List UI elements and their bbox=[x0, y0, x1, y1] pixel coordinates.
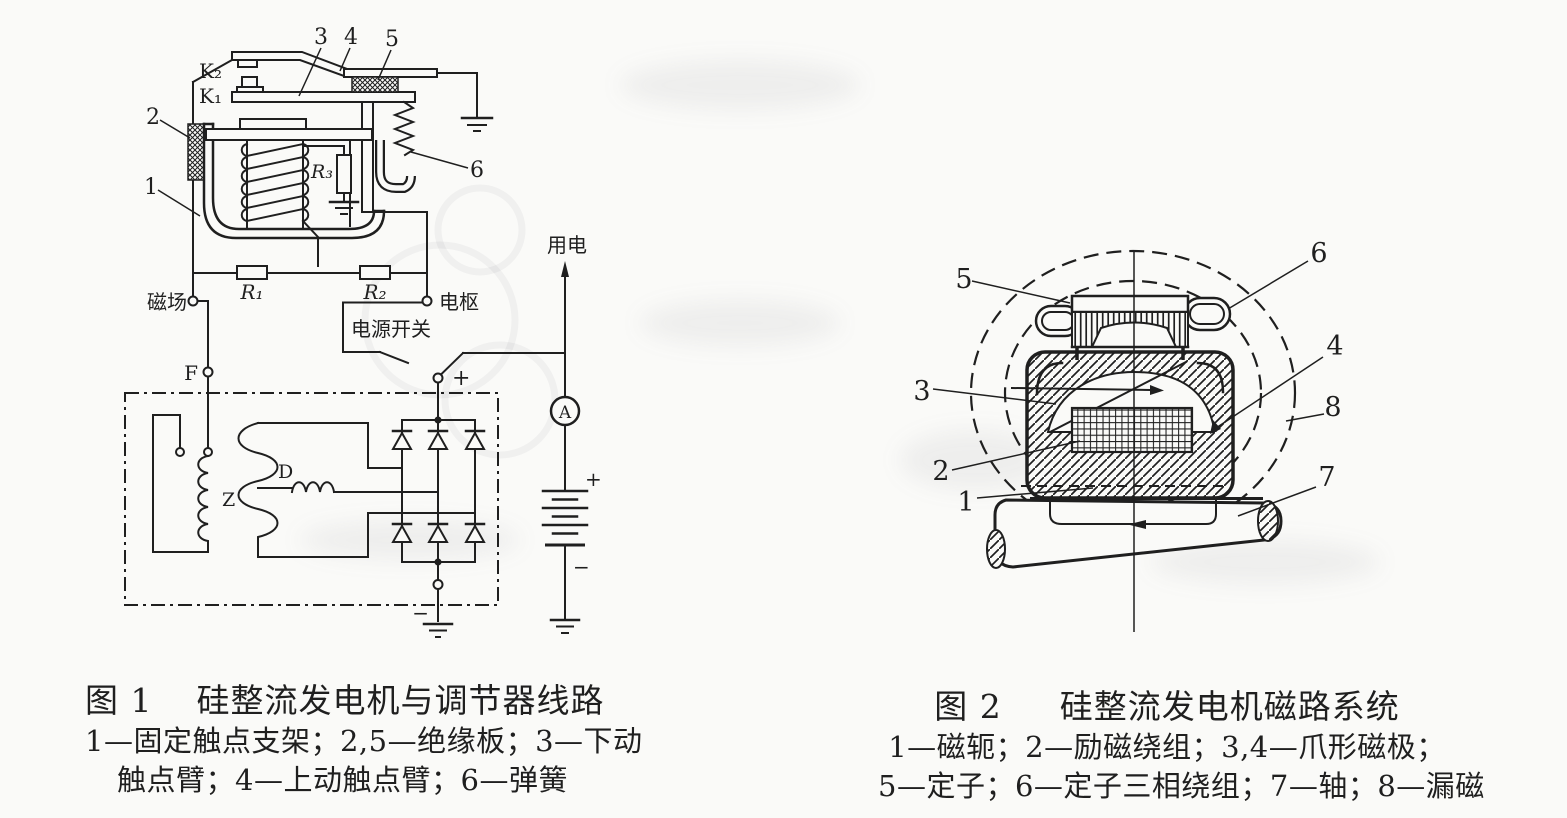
fig1-label-armature: 电枢 bbox=[439, 290, 479, 314]
fig1-callout-3: 3 bbox=[314, 25, 328, 50]
scan-bleed-artifact bbox=[640, 300, 840, 346]
terminals-and-switch: 磁场 F 电枢 电源开关 + bbox=[147, 290, 566, 449]
fig1-label-d: D bbox=[278, 461, 293, 483]
claw-pole-assembly bbox=[1010, 350, 1263, 500]
output-minus-terminal bbox=[432, 579, 444, 590]
fig2-callout-3: 3 bbox=[913, 376, 930, 407]
scan-ghost-circle bbox=[361, 241, 519, 399]
armature-terminal bbox=[421, 295, 433, 307]
scan-bleed-artifact bbox=[620, 60, 860, 110]
field-terminal bbox=[187, 295, 199, 307]
fig1-caption-legend-line2: 触点臂；4—上动触点臂；6—弹簧 bbox=[117, 763, 568, 797]
fig1-callout-5: 5 bbox=[385, 27, 399, 52]
fig2-title: 硅整流发电机磁路系统 bbox=[1059, 687, 1400, 726]
stator-assembly bbox=[1034, 294, 1232, 360]
fig1-label-r2: R₂ bbox=[362, 280, 386, 304]
insulator-block-2 bbox=[187, 123, 205, 181]
fig1-label-plus: + bbox=[452, 366, 470, 391]
diode bbox=[391, 429, 486, 450]
fig1-label-output-minus: − bbox=[412, 601, 429, 625]
lower-contact-arm-3 bbox=[231, 91, 416, 103]
fig1-callout-4: 4 bbox=[344, 25, 358, 50]
fig1-callout-6: 6 bbox=[470, 158, 484, 183]
fig2-callout-7: 7 bbox=[1318, 462, 1335, 493]
fig1-label-power-switch: 电源开关 bbox=[351, 317, 431, 341]
flux-arrowhead bbox=[1150, 385, 1164, 395]
stator-winding-d: D bbox=[237, 421, 476, 558]
generator-boundary-box bbox=[124, 392, 499, 606]
fig2-callout-8: 8 bbox=[1324, 392, 1341, 423]
regulator-coil bbox=[240, 139, 351, 229]
fig1-callout-2: 2 bbox=[146, 105, 160, 130]
fig1-title: 硅整流发电机与调节器线路 bbox=[196, 681, 605, 720]
figure2-magnetic-circuit: 5 6 3 2 1 4 8 7 bbox=[913, 238, 1344, 632]
figure1-regulator-circuit: K₂ K₁ 2 1 3 4 5 6 R₃ R₁ R₂ bbox=[124, 25, 602, 638]
fig1-label-r1: R₁ bbox=[239, 280, 263, 304]
field-winding-z: Z bbox=[152, 414, 235, 553]
callout-leaders bbox=[157, 47, 469, 217]
fig1-caption: 图 1 硅整流发电机与调节器线路 1—固定触点支架；2,5—绝缘板；3—下动 触点… bbox=[85, 674, 643, 800]
ground-symbol bbox=[328, 200, 360, 215]
battery bbox=[541, 489, 589, 547]
scan-bleed-artifact bbox=[900, 430, 1050, 490]
voltage-regulator-relay: K₂ K₁ 2 1 3 4 5 6 R₃ bbox=[144, 25, 494, 298]
fig1-label-z: Z bbox=[222, 489, 235, 511]
fig1-label-k2: K₂ bbox=[199, 59, 222, 83]
scan-ghost-circle bbox=[434, 184, 526, 276]
f-terminal bbox=[202, 366, 214, 378]
fig1-label-battery-minus: − bbox=[573, 555, 590, 579]
insulator-block-5 bbox=[351, 76, 399, 93]
ground-symbol bbox=[460, 116, 494, 132]
fig1-label-k1: K₁ bbox=[199, 84, 222, 108]
fig2-caption-title-line: 图 2 硅整流发电机磁路系统 bbox=[878, 680, 1456, 728]
ground-symbol bbox=[549, 618, 581, 634]
flux-arrowhead bbox=[1128, 520, 1146, 529]
rectifier-bridge: − bbox=[391, 416, 486, 638]
fig1-label-load: 用电 bbox=[547, 233, 587, 257]
fig2-number: 图 2 bbox=[934, 687, 1002, 726]
fig2-caption: 图 2 硅整流发电机磁路系统 1—磁轭；2—励磁绕组；3,4—爪形磁极； 5—定子… bbox=[878, 680, 1485, 806]
fig2-callout-2: 2 bbox=[932, 456, 949, 487]
fig1-number: 图 1 bbox=[85, 681, 153, 720]
brush-terminal bbox=[175, 447, 185, 457]
fig2-callout-1: 1 bbox=[957, 487, 974, 518]
fig1-label-battery-plus: + bbox=[585, 467, 602, 491]
resistor-r2 bbox=[359, 265, 391, 280]
fig1-callout-1: 1 bbox=[144, 175, 158, 200]
spring-6 bbox=[392, 100, 416, 157]
shaft-7 bbox=[986, 498, 1283, 569]
contact-support-post bbox=[361, 100, 374, 213]
fig1-caption-legend-line1: 1—固定触点支架；2,5—绝缘板；3—下动 bbox=[85, 724, 643, 758]
resistor-r1 bbox=[236, 265, 268, 280]
resistor-r3 bbox=[336, 154, 352, 194]
fig1-label-ammeter: A bbox=[558, 403, 572, 423]
brush-terminal bbox=[203, 447, 213, 457]
fig2-caption-legend-line1: 1—磁轭；2—励磁绕组；3,4—爪形磁极； bbox=[888, 730, 1446, 764]
load-arrowhead bbox=[561, 261, 569, 277]
fig1-label-f: F bbox=[184, 361, 198, 385]
resistor-bus: R₁ R₂ bbox=[192, 265, 428, 304]
excitation-winding-2 bbox=[1070, 406, 1194, 454]
fig2-callout-6: 6 bbox=[1310, 238, 1327, 269]
load-battery-branch: 用电 A + − bbox=[541, 233, 602, 634]
fig1-caption-title-line: 图 1 硅整流发电机与调节器线路 bbox=[85, 674, 604, 722]
fig1-label-r3: R₃ bbox=[310, 161, 333, 183]
ground-symbol bbox=[422, 622, 454, 638]
fig2-callout-5: 5 bbox=[955, 264, 972, 295]
fig2-callout-4: 4 bbox=[1326, 331, 1343, 362]
generator-enclosure: Z D bbox=[124, 392, 499, 638]
fig1-label-field: 磁场 bbox=[147, 290, 187, 314]
callout-leaders bbox=[932, 260, 1325, 517]
fig2-caption-legend-line2: 5—定子；6—定子三相绕组；7—轴；8—漏磁 bbox=[878, 769, 1485, 803]
contact-k2 bbox=[237, 59, 258, 68]
diode bbox=[391, 522, 486, 543]
stator-core-5 bbox=[1070, 294, 1190, 314]
